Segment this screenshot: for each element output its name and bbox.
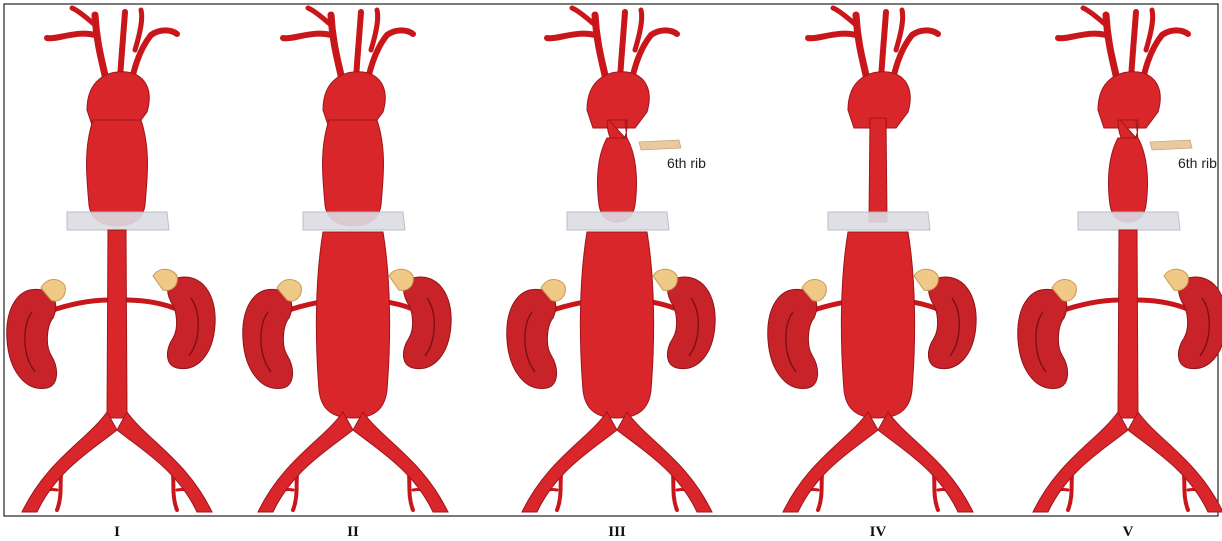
left-iliac-artery xyxy=(353,412,448,512)
diaphragm xyxy=(303,212,405,230)
vertebral-branch xyxy=(896,10,903,50)
distal-thoracic-aneurysm xyxy=(597,138,636,222)
abdominal-aorta-normal xyxy=(1118,230,1138,418)
right-subclavian-artery xyxy=(47,34,95,39)
abdominal-aneurysm xyxy=(841,232,914,418)
left-kidney xyxy=(403,277,451,369)
abdominal-aneurysm xyxy=(580,232,653,418)
left-iliac-artery xyxy=(617,412,712,512)
diaphragm xyxy=(67,212,169,230)
right-iliac-artery xyxy=(783,412,878,512)
left-adrenal-gland xyxy=(153,269,177,290)
thoracic-aneurysm xyxy=(323,120,384,226)
right-iliac-artery xyxy=(522,412,617,512)
type-label: I xyxy=(114,524,120,540)
distal-thoracic-aneurysm xyxy=(1108,138,1147,222)
thoracic-aorta-normal xyxy=(869,118,887,222)
sixth-rib-marker xyxy=(639,140,681,150)
right-iliac-artery xyxy=(1033,412,1128,512)
type-label: V xyxy=(1123,524,1134,540)
sixth-rib-marker xyxy=(1150,140,1192,150)
left-adrenal-gland xyxy=(389,269,413,290)
type-label: IV xyxy=(870,524,887,540)
left-iliac-artery xyxy=(117,412,212,512)
vertebral-branch xyxy=(635,10,642,50)
left-kidney xyxy=(167,277,215,369)
right-kidney xyxy=(768,289,818,388)
right-carotid-branch xyxy=(572,8,595,25)
diaphragm xyxy=(1078,212,1180,230)
right-subclavian-artery xyxy=(1058,34,1106,39)
vertebral-branch xyxy=(371,10,378,50)
left-iliac-artery xyxy=(878,412,973,512)
left-iliac-artery xyxy=(1128,412,1222,512)
right-carotid-branch xyxy=(833,8,856,25)
right-iliac-artery xyxy=(22,412,117,512)
abdominal-aneurysm xyxy=(316,232,389,418)
vertebral-branch xyxy=(1146,10,1153,50)
abdominal-aorta-normal xyxy=(107,230,127,418)
diaphragm xyxy=(828,212,930,230)
right-subclavian-artery xyxy=(808,34,856,39)
right-carotid-branch xyxy=(308,8,331,25)
right-kidney xyxy=(1018,289,1068,388)
type-label: III xyxy=(608,524,626,540)
left-kidney xyxy=(928,277,976,369)
diaphragm xyxy=(567,212,669,230)
panel-IV: IV xyxy=(768,8,976,540)
right-kidney xyxy=(507,289,557,388)
left-adrenal-gland xyxy=(914,269,938,290)
right-carotid-branch xyxy=(72,8,95,25)
left-adrenal-gland xyxy=(653,269,677,290)
rib-label: 6th rib xyxy=(667,155,706,171)
left-kidney xyxy=(667,277,715,369)
panel-I: I xyxy=(7,8,215,540)
right-subclavian-artery xyxy=(547,34,595,39)
type-label: II xyxy=(347,524,359,540)
rib-label: 6th rib xyxy=(1178,155,1217,171)
right-renal-artery xyxy=(1058,300,1120,312)
left-adrenal-gland xyxy=(1164,269,1188,290)
right-renal-artery xyxy=(47,300,109,312)
right-kidney xyxy=(243,289,293,388)
thoracic-aneurysm xyxy=(87,120,148,226)
right-kidney xyxy=(7,289,57,388)
right-iliac-artery xyxy=(258,412,353,512)
right-subclavian-artery xyxy=(283,34,331,39)
vertebral-branch xyxy=(135,10,142,50)
panel-II: II xyxy=(243,8,451,540)
right-carotid-branch xyxy=(1083,8,1106,25)
